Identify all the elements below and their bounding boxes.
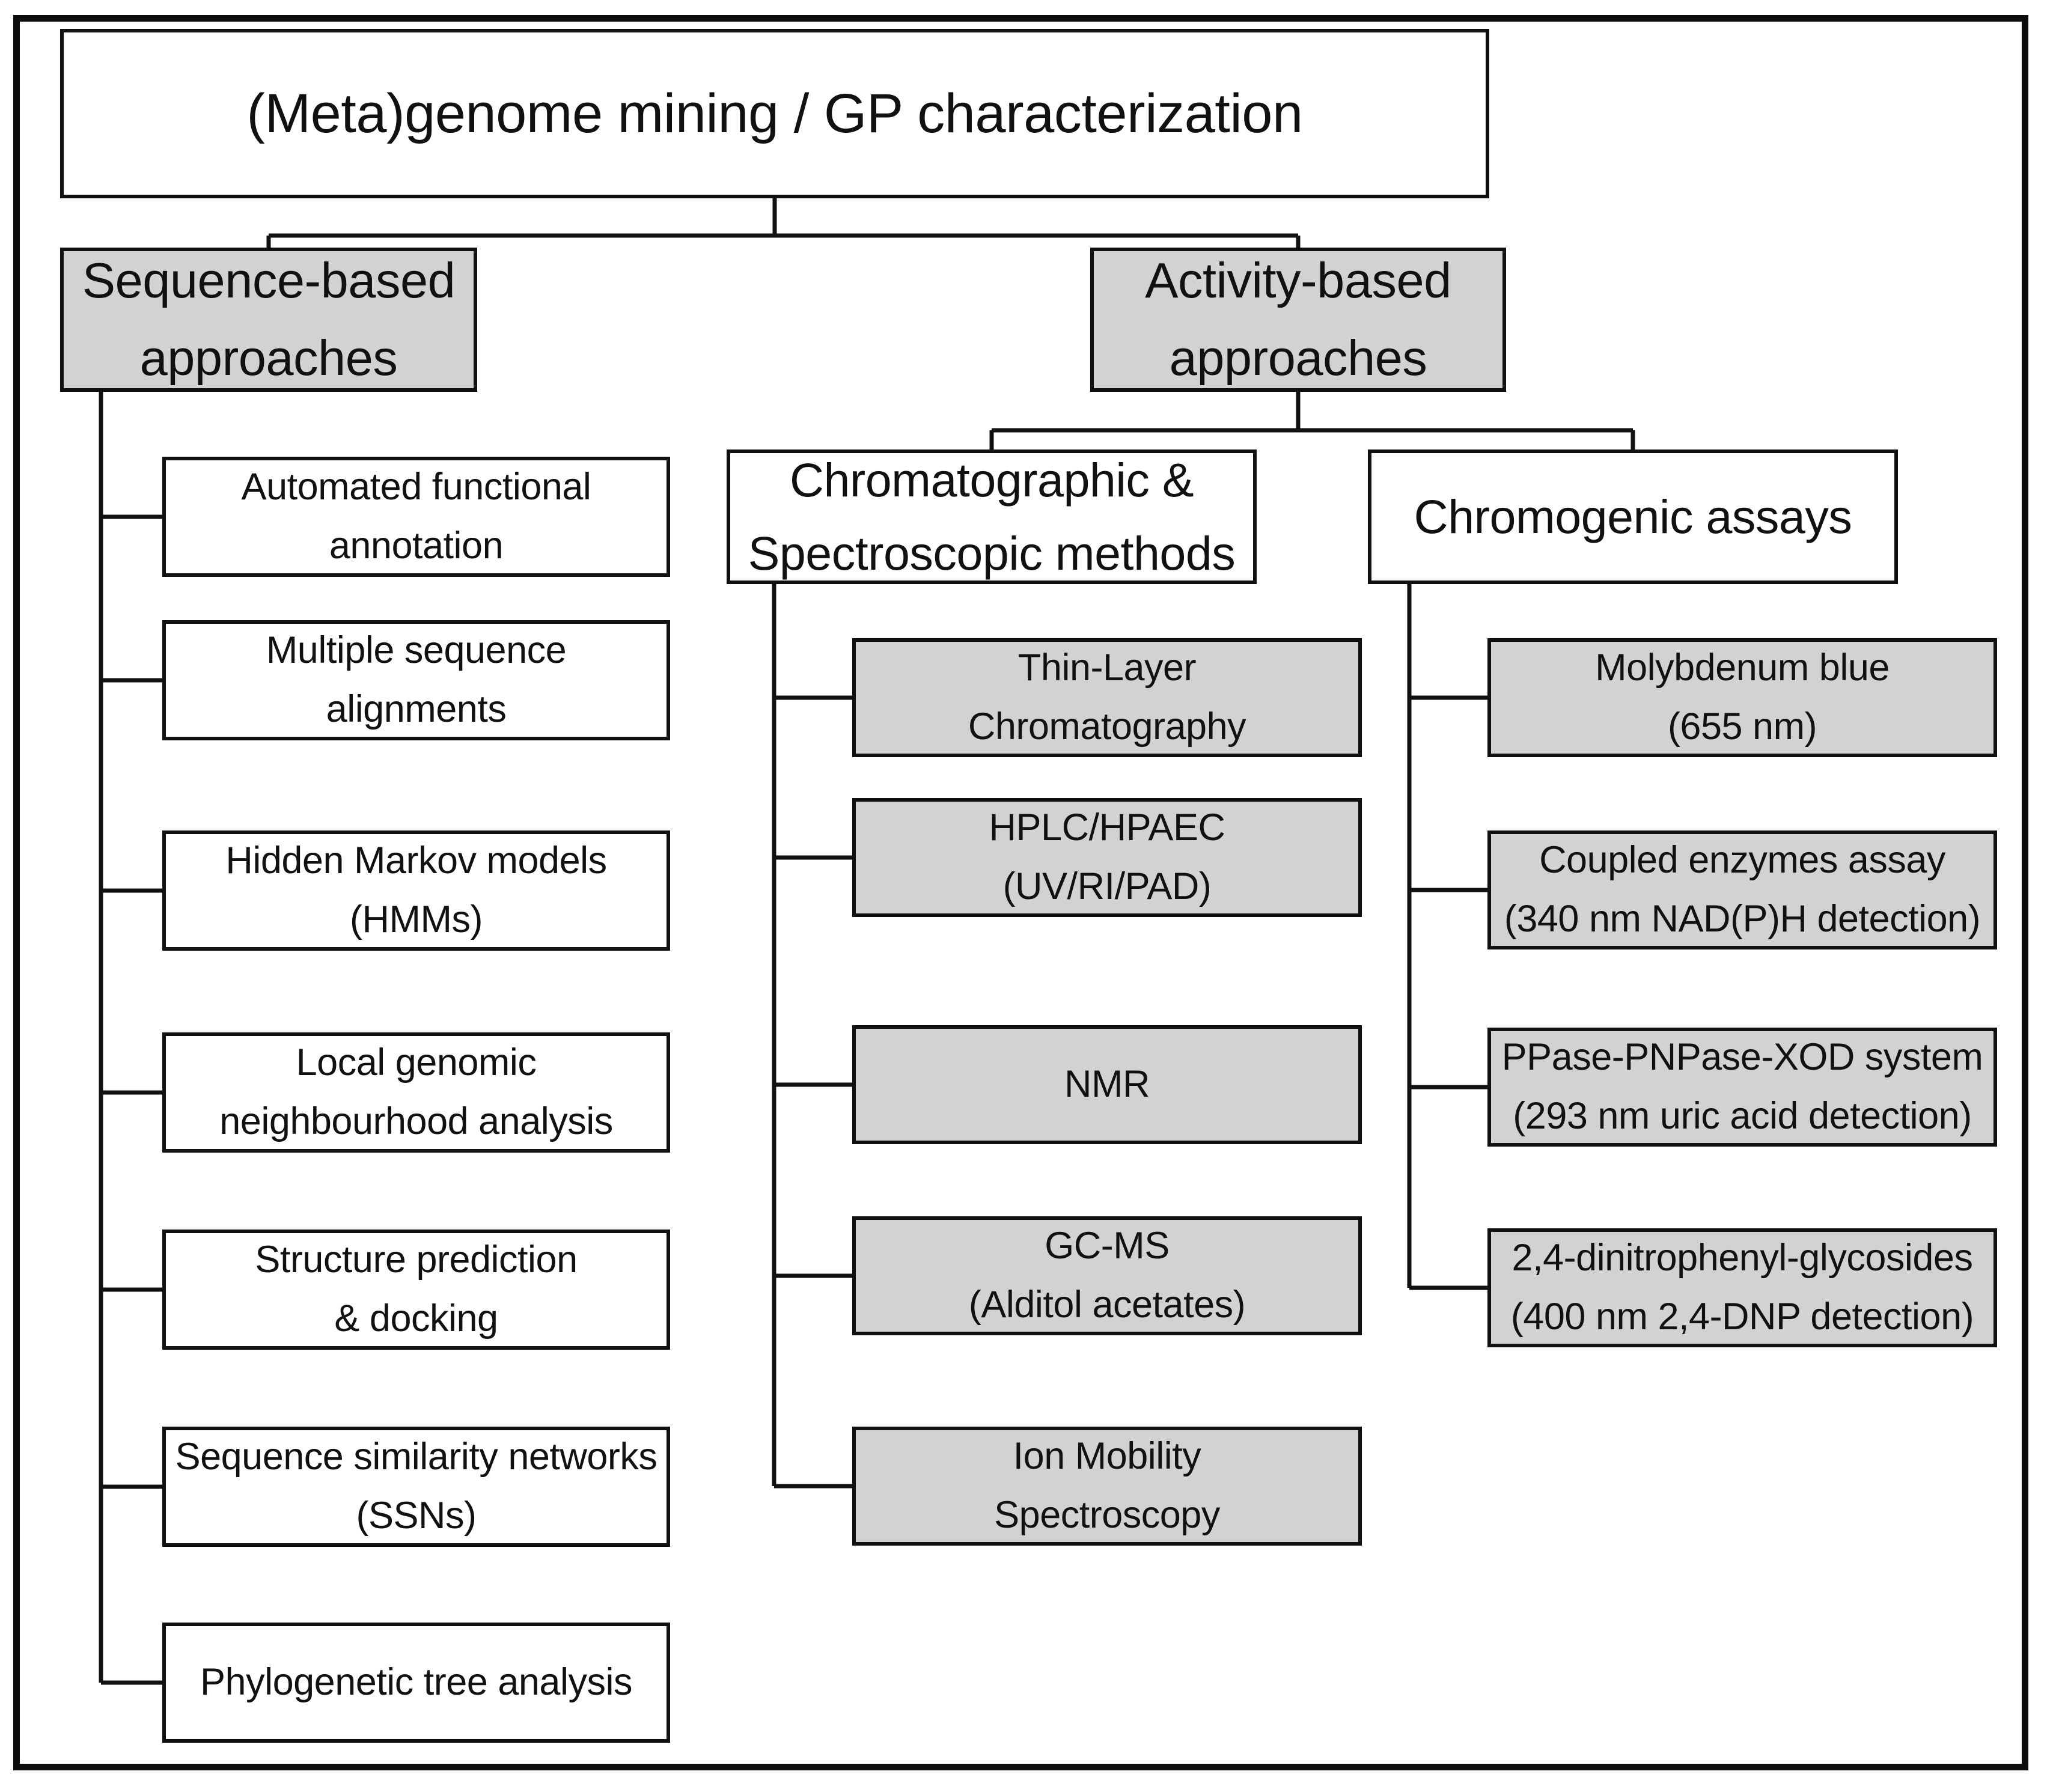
node-label-line2: (UV/RI/PAD) <box>1002 865 1212 907</box>
node-hidden-markov-models[interactable]: Hidden Markov models (HMMs) <box>162 830 670 951</box>
node-label-line2: (655 nm) <box>1667 706 1817 748</box>
node-phylogenetic-tree-analysis[interactable]: Phylogenetic tree analysis <box>162 1623 670 1743</box>
node-automated-functional-annotation[interactable]: Automated functional annotation <box>162 457 670 577</box>
node-sequence-similarity-networks[interactable]: Sequence similarity networks (SSNs) <box>162 1427 670 1547</box>
node-label-line2: alignments <box>326 688 507 730</box>
node-label-line2: (400 nm 2,4-DNP detection) <box>1510 1296 1974 1338</box>
node-label-line2: (293 nm uric acid detection) <box>1513 1095 1972 1137</box>
node-label-line2: & docking <box>334 1297 498 1339</box>
node-label-line2: Spectroscopy <box>994 1494 1220 1536</box>
node-label-line2: (HMMs) <box>350 898 483 940</box>
node-label-line2: (340 nm NAD(P)H detection) <box>1504 898 1981 940</box>
node-nmr[interactable]: NMR <box>852 1025 1362 1144</box>
node-label-line2: Chromatography <box>968 706 1246 748</box>
node-label-line1: Sequence-based <box>82 252 456 309</box>
node-structure-prediction-docking[interactable]: Structure prediction & docking <box>162 1230 670 1350</box>
node-label-line1: Ion Mobility <box>1013 1435 1201 1478</box>
node-gc-ms[interactable]: GC-MS (Alditol acetates) <box>852 1216 1362 1335</box>
node-chromogenic-assays[interactable]: Chromogenic assays <box>1368 450 1898 584</box>
node-coupled-enzymes-assay[interactable]: Coupled enzymes assay (340 nm NAD(P)H de… <box>1487 830 1997 949</box>
node-chromatographic-spectroscopic-methods[interactable]: Chromatographic & Spectroscopic methods <box>727 450 1257 584</box>
node-label-line1: PPase-PNPase-XOD system <box>1501 1036 1983 1079</box>
node-label-line1: Structure prediction <box>255 1239 578 1281</box>
node-label-line2: approaches <box>139 330 398 386</box>
node-hplc-hpaec[interactable]: HPLC/HPAEC (UV/RI/PAD) <box>852 798 1362 917</box>
node-label-line1: NMR <box>1064 1063 1150 1106</box>
node-24-dinitrophenyl-glycosides[interactable]: 2,4-dinitrophenyl-glycosides (400 nm 2,4… <box>1487 1228 1997 1347</box>
node-label-line2: annotation <box>329 525 504 567</box>
node-label-line1: Molybdenum blue <box>1595 647 1890 689</box>
node-sequence-based-approaches[interactable]: Sequence-based approaches <box>60 248 477 392</box>
node-multiple-sequence-alignments[interactable]: Multiple sequence alignments <box>162 620 670 740</box>
node-label-line1: Sequence similarity networks <box>175 1436 657 1478</box>
node-label-line1: Thin-Layer <box>1017 647 1197 689</box>
node-label-line1: Chromogenic assays <box>1414 489 1852 543</box>
node-label-line1: Chromatographic & <box>789 453 1194 507</box>
node-label-line1: Phylogenetic tree analysis <box>200 1661 632 1704</box>
node-label-line2: neighbourhood analysis <box>219 1100 613 1142</box>
node-label-line1: Multiple sequence <box>266 629 567 672</box>
node-root-label: (Meta)genome mining / GP characterizatio… <box>246 82 1303 144</box>
node-label-line2: approaches <box>1169 330 1427 386</box>
node-label-line1: 2,4-dinitrophenyl-glycosides <box>1511 1237 1973 1279</box>
node-ppase-pnpase-xod-system[interactable]: PPase-PNPase-XOD system (293 nm uric aci… <box>1487 1028 1997 1147</box>
node-thin-layer-chromatography[interactable]: Thin-Layer Chromatography <box>852 638 1362 757</box>
node-molybdenum-blue[interactable]: Molybdenum blue (655 nm) <box>1487 638 1997 757</box>
node-label-line1: Activity-based <box>1145 252 1451 309</box>
node-root[interactable]: (Meta)genome mining / GP characterizatio… <box>60 29 1489 198</box>
node-activity-based-approaches[interactable]: Activity-based approaches <box>1090 248 1506 392</box>
node-label-line2: (SSNs) <box>356 1495 477 1537</box>
node-label-line1: GC-MS <box>1045 1225 1170 1267</box>
node-label-line1: Coupled enzymes assay <box>1539 839 1945 882</box>
node-label-line2: (Alditol acetates) <box>968 1284 1246 1326</box>
node-label-line1: HPLC/HPAEC <box>989 806 1225 849</box>
node-local-genomic-neighbourhood-analysis[interactable]: Local genomic neighbourhood analysis <box>162 1032 670 1153</box>
node-label-line2: Spectroscopic methods <box>748 526 1236 580</box>
node-label-line1: Automated functional <box>241 466 591 508</box>
node-label-line1: Local genomic <box>296 1041 537 1084</box>
node-ion-mobility-spectroscopy[interactable]: Ion Mobility Spectroscopy <box>852 1427 1362 1546</box>
node-label-line1: Hidden Markov models <box>225 840 607 882</box>
